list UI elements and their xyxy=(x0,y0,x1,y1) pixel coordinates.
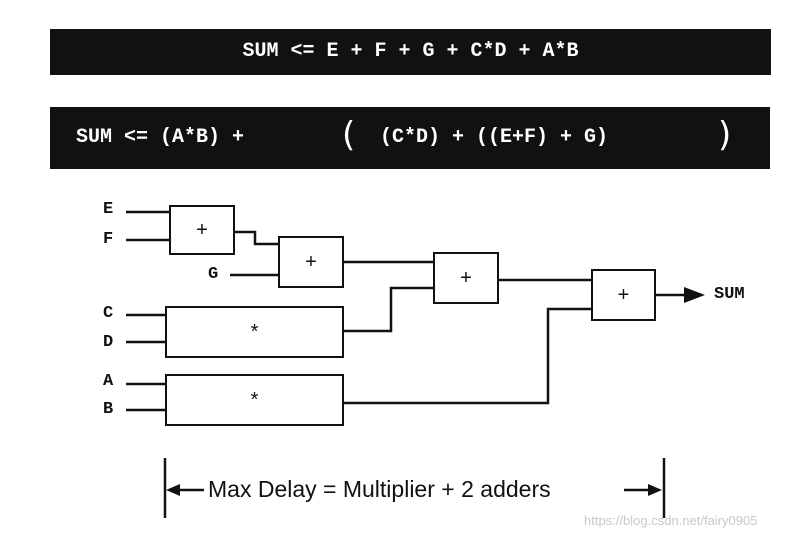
equation-2-inner: (C*D) + ((E+F) + G) xyxy=(380,126,609,149)
input-label-e: E xyxy=(103,200,114,219)
max-delay-label: Max Delay = Multiplier + 2 adders xyxy=(208,476,551,502)
adder-final: + xyxy=(591,269,656,321)
wire-ef xyxy=(234,230,279,246)
adder-efg: + xyxy=(278,236,344,288)
delay-arrowhead-right xyxy=(648,484,662,496)
multiplier-cd: * xyxy=(165,306,344,358)
equation-bar-2: SUM <= (A*B) + ( (C*D) + ((E+F) + G) ) xyxy=(50,107,770,169)
adder-ef: + xyxy=(169,205,235,255)
output-arrowhead xyxy=(684,287,705,303)
input-label-b: B xyxy=(103,400,114,419)
open-paren: ( xyxy=(342,115,356,155)
multiplier-ab: * xyxy=(165,374,344,426)
input-label-c: C xyxy=(103,304,114,323)
watermark: https://blog.csdn.net/fairy0905 xyxy=(584,513,758,528)
wire-cd xyxy=(343,286,434,333)
input-label-a: A xyxy=(103,372,114,391)
input-label-d: D xyxy=(103,333,114,352)
delay-arrowhead-left xyxy=(166,484,180,496)
input-label-g: G xyxy=(208,265,219,284)
equation-2-start: SUM <= (A*B) + xyxy=(76,126,245,149)
wire-ab xyxy=(343,307,592,405)
equation-bar-1: SUM <= E + F + G + C*D + A*B xyxy=(50,29,771,75)
close-paren: ) xyxy=(718,115,732,155)
output-label-sum: SUM xyxy=(714,285,745,304)
input-label-f: F xyxy=(103,230,114,249)
adder-cd-efg: + xyxy=(433,252,499,304)
